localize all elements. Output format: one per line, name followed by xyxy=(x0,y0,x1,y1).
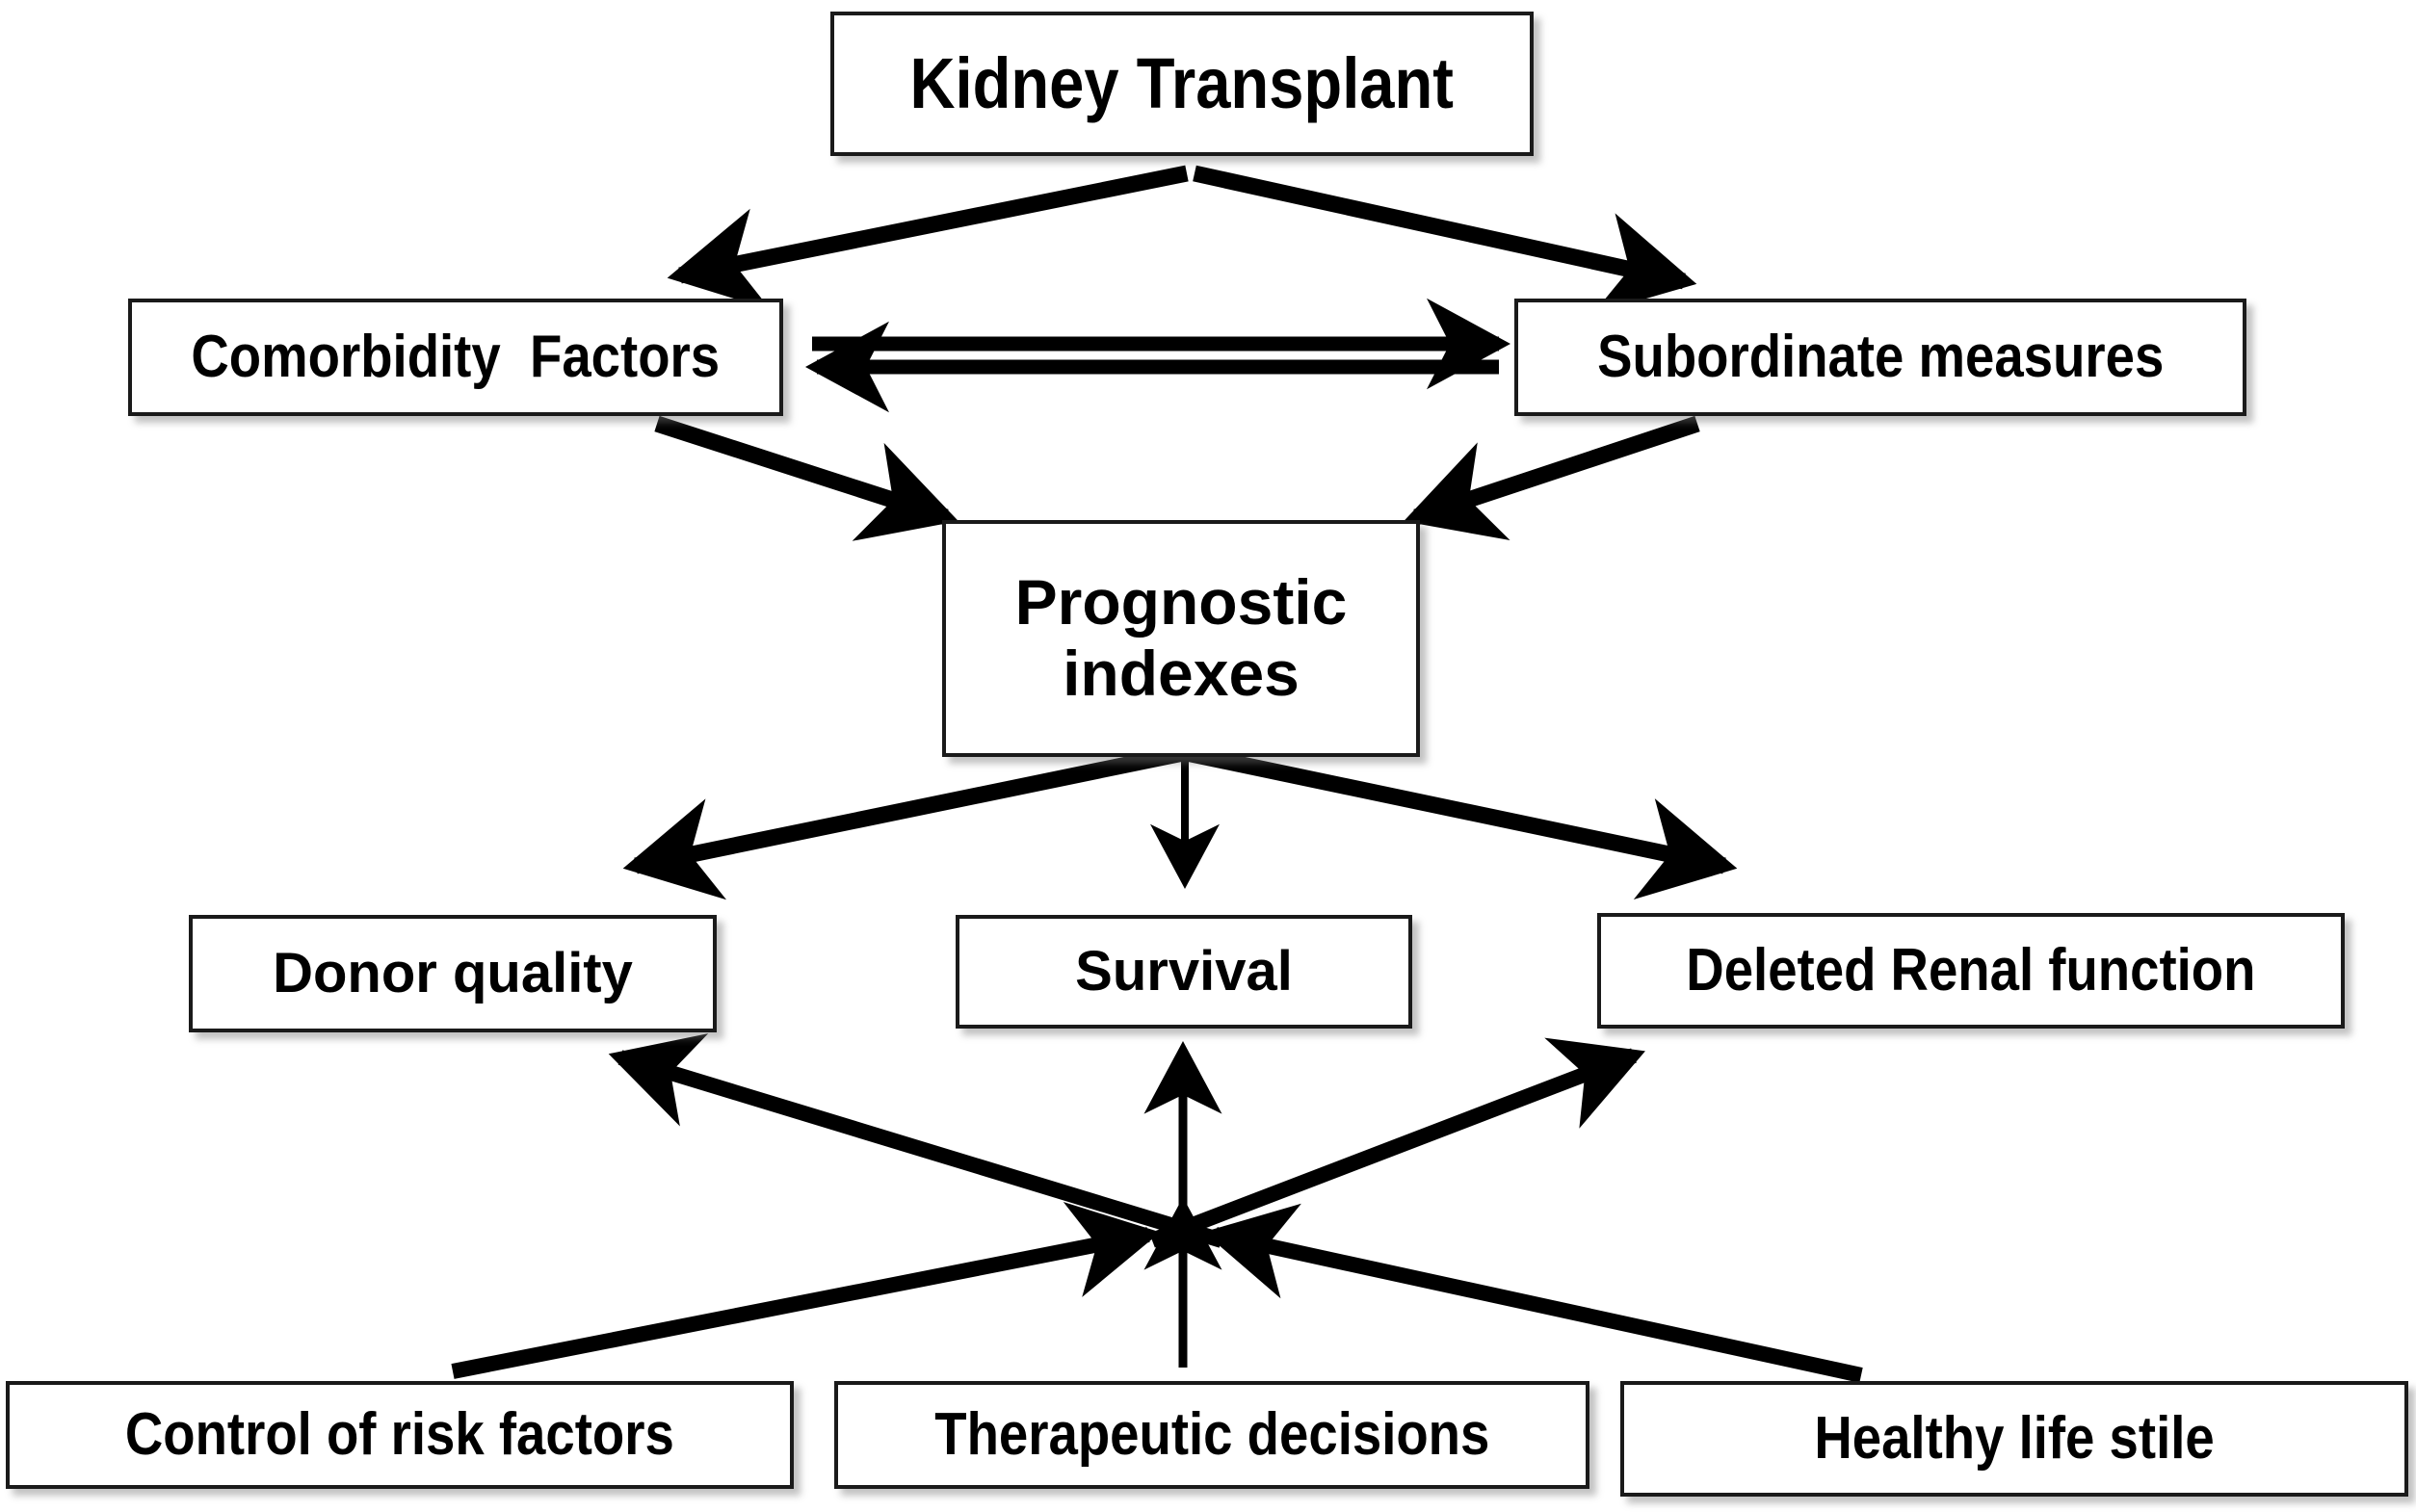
edge-kidney-to-subordinate xyxy=(1193,165,1697,314)
node-control-of-risk-factors[interactable]: Control of risk factors xyxy=(6,1381,794,1489)
node-prognostic-indexes[interactable]: Prognostic indexes xyxy=(942,520,1420,757)
node-survival[interactable]: Survival xyxy=(956,915,1412,1029)
node-subordinate-measures[interactable]: Subordinate measures xyxy=(1514,299,2246,416)
node-kidney-transplant[interactable]: Kidney Transplant xyxy=(830,12,1534,156)
node-label: Deleted Renal function xyxy=(1686,937,2256,1004)
node-label: Healthy life stile xyxy=(1814,1405,2215,1473)
node-label: Kidney Transplant xyxy=(909,42,1455,123)
edge-control-risk-to-hub xyxy=(451,1201,1161,1379)
node-donor-quality[interactable]: Donor quality xyxy=(189,915,717,1032)
edge-subordinate-to-prognostic xyxy=(1404,415,1700,541)
node-therapeutic-decisions[interactable]: Therapeutic decisions xyxy=(834,1381,1589,1489)
node-label: Subordinate measures xyxy=(1596,324,2165,391)
edge-healthy-life-stile-to-hub xyxy=(1203,1203,1863,1383)
node-label: Control of risk factors xyxy=(125,1401,674,1469)
node-label: Therapeutic decisions xyxy=(933,1401,1490,1469)
edge-kidney-to-comorbidity xyxy=(667,165,1189,310)
node-healthy-life-stile[interactable]: Healthy life stile xyxy=(1620,1381,2408,1497)
node-label: Donor quality xyxy=(273,941,633,1004)
node-label: Comorbidity Factors xyxy=(191,324,721,391)
edge-hub-to-deleted-renal xyxy=(1149,1037,1645,1248)
edge-comorbidity-to-prognostic xyxy=(654,415,959,541)
node-label: Prognostic indexes xyxy=(1014,566,1348,709)
node-label: Survival xyxy=(1075,939,1293,1003)
node-comorbidity-factors[interactable]: Comorbidity Factors xyxy=(128,299,783,416)
edge-hub-to-donor-quality xyxy=(608,1033,1224,1248)
edge-prognostic-to-deleted-renal xyxy=(1185,744,1738,899)
edge-prognostic-to-donor-quality xyxy=(622,744,1185,900)
node-deleted-renal-function[interactable]: Deleted Renal function xyxy=(1597,913,2345,1029)
